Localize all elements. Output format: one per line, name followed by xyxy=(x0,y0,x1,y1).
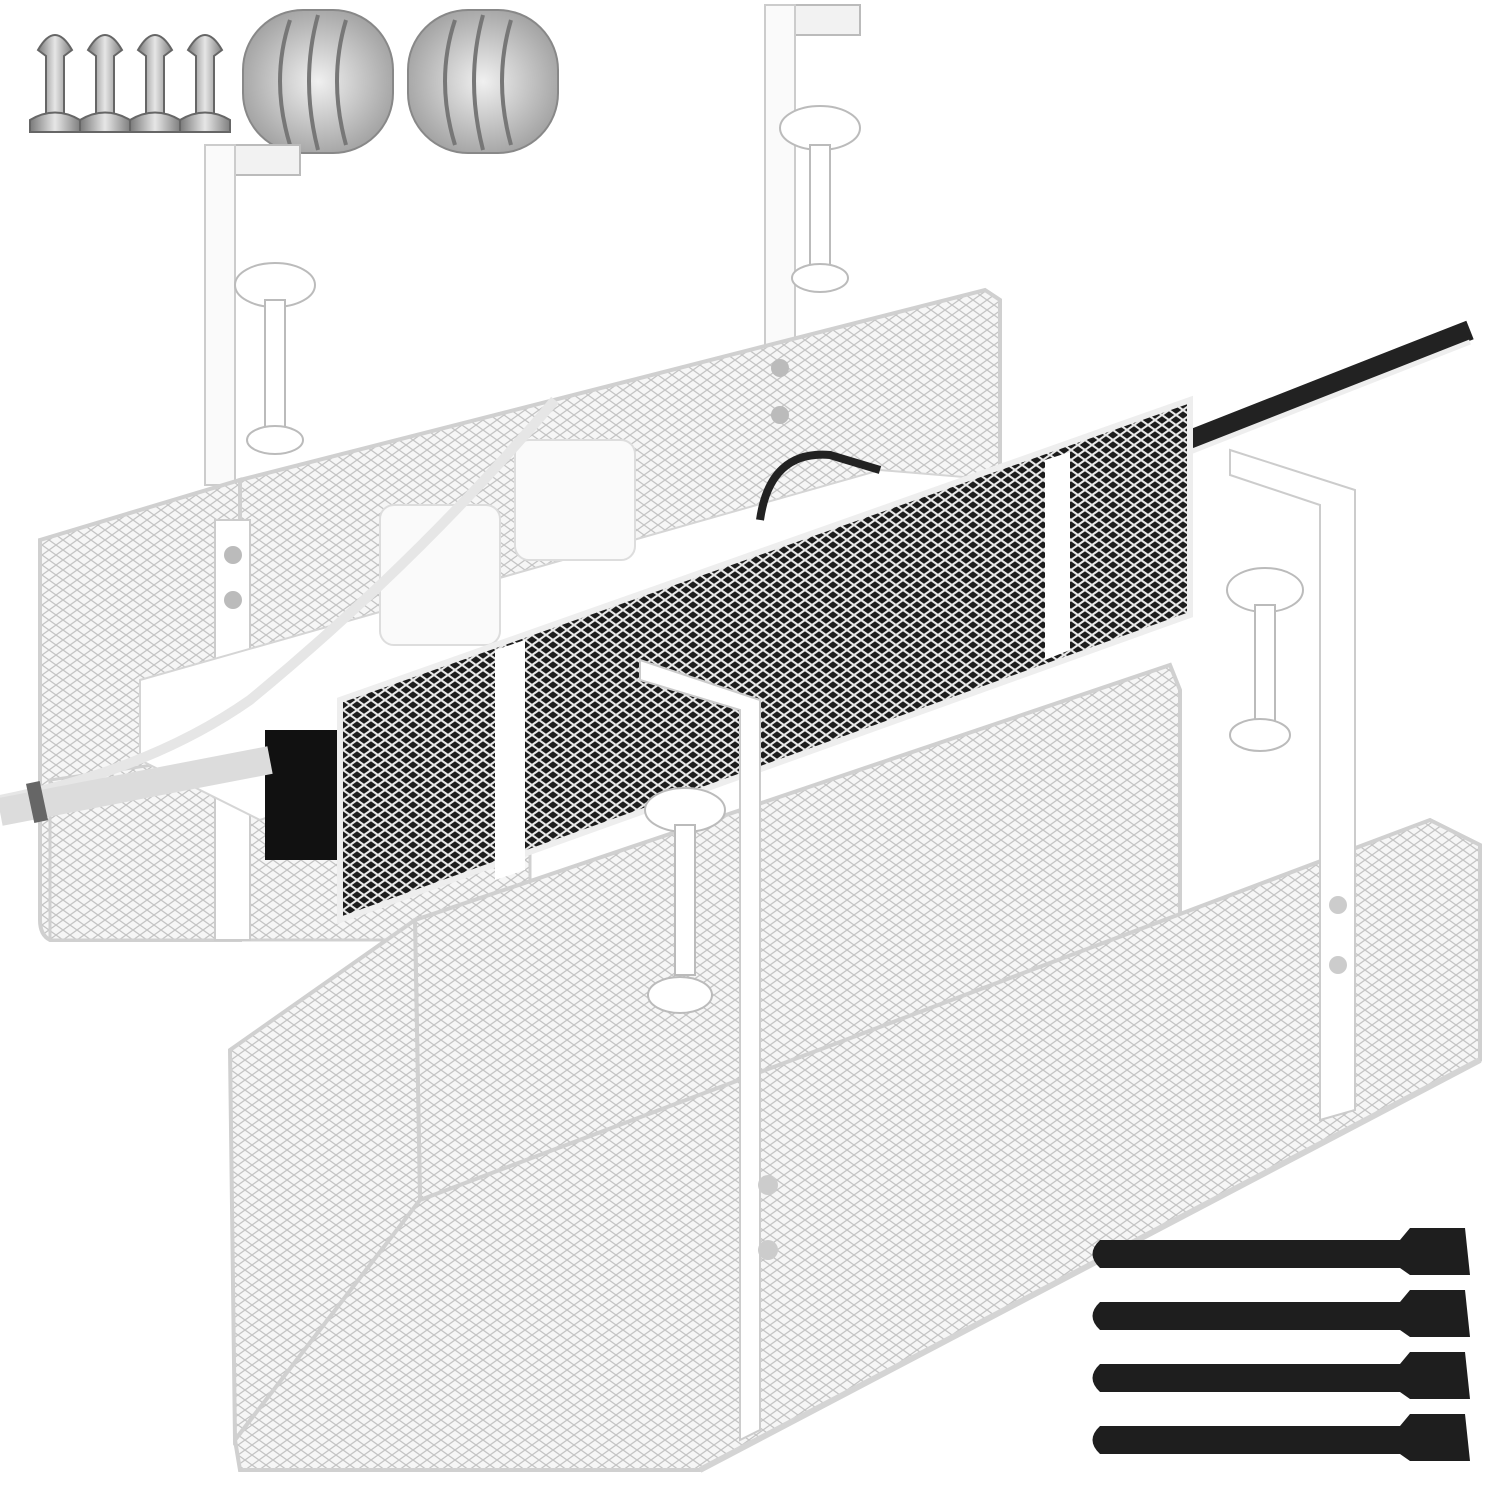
hook-arm xyxy=(639,658,761,1442)
cable-clip-icon xyxy=(242,9,394,154)
clamp-knob xyxy=(779,105,861,293)
front-cable-tray xyxy=(227,448,1482,1473)
power-cable-black xyxy=(1186,320,1474,450)
velcro-strap-icon xyxy=(1092,1352,1470,1399)
clamp-knob xyxy=(234,262,316,455)
velcro-strap-icon xyxy=(1092,1290,1470,1337)
clamp-knob xyxy=(1226,567,1304,752)
cable-clip-icon xyxy=(407,9,559,154)
power-cable-white xyxy=(0,746,273,826)
front-mesh-panel xyxy=(337,395,1193,925)
clamp-knob xyxy=(644,787,726,1014)
screw-icon xyxy=(29,34,81,133)
velcro-strap-icon xyxy=(1092,1228,1470,1275)
hook-arm xyxy=(1229,448,1356,1122)
screws xyxy=(29,34,231,133)
charger xyxy=(379,504,501,646)
screw-icon xyxy=(179,34,231,133)
charger xyxy=(514,439,636,561)
screw-icon xyxy=(79,34,131,133)
velcro-straps xyxy=(1092,1228,1470,1461)
screw-icon xyxy=(129,34,181,133)
velcro-strap-icon xyxy=(1092,1414,1470,1461)
